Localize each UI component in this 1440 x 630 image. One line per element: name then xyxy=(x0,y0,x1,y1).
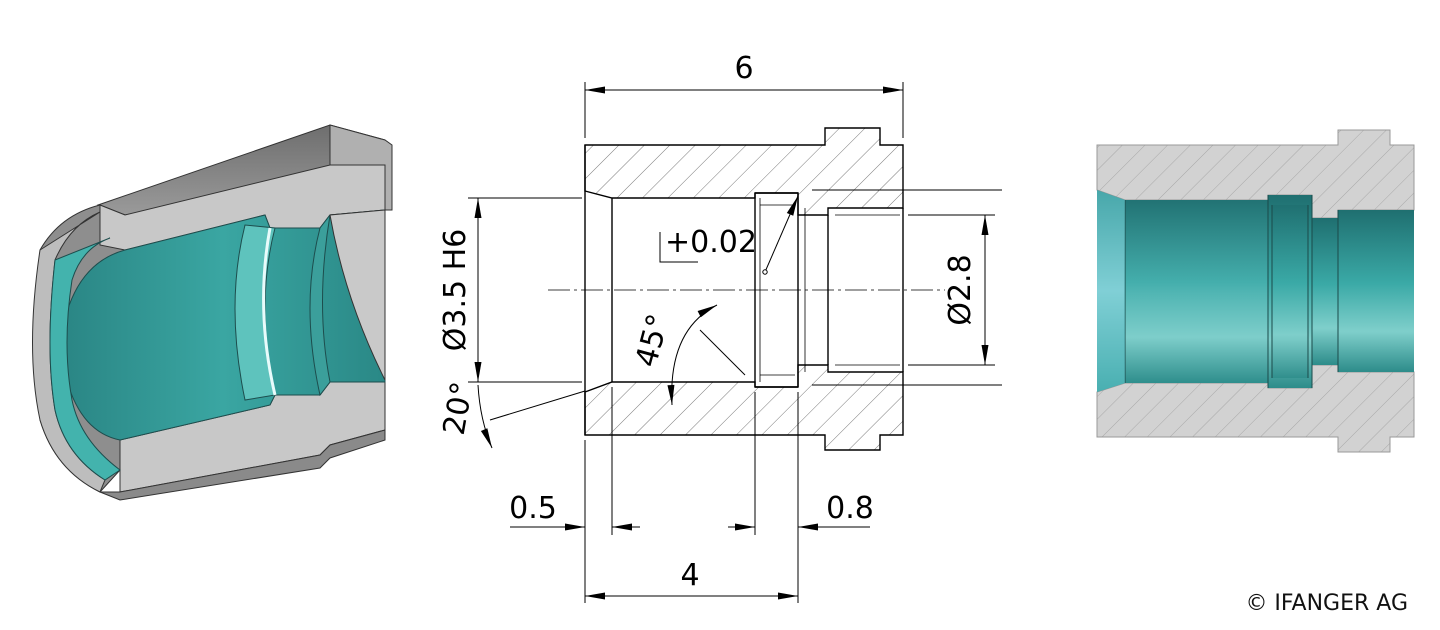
isometric-cutaway-view xyxy=(32,124,393,501)
section-wall-bottom xyxy=(584,364,904,451)
shaded-section-view xyxy=(1096,129,1415,453)
dim-chamfer-angle: 20° xyxy=(437,379,481,437)
dim-tolerance-note: +0.02 xyxy=(665,225,757,260)
dim-undercut-angle: 45° xyxy=(629,310,677,370)
dim-chamfer-width: 0.5 xyxy=(509,491,557,526)
section-wall-top xyxy=(584,127,904,216)
dim-overall-length: 6 xyxy=(734,51,753,86)
copyright-notice: © IFANGER AG xyxy=(1245,591,1408,616)
dim-bore-diameter: Ø3.5 H6 xyxy=(438,229,473,352)
dim-arc-chamfer-angle xyxy=(477,384,493,449)
section-drawing xyxy=(468,82,1002,603)
dim-exit-diameter: Ø2.8 xyxy=(943,254,978,325)
dim-bore-depth: 4 xyxy=(680,558,699,593)
dim-arc-undercut-angle xyxy=(667,304,718,406)
dim-groove-width: 0.8 xyxy=(826,491,874,526)
